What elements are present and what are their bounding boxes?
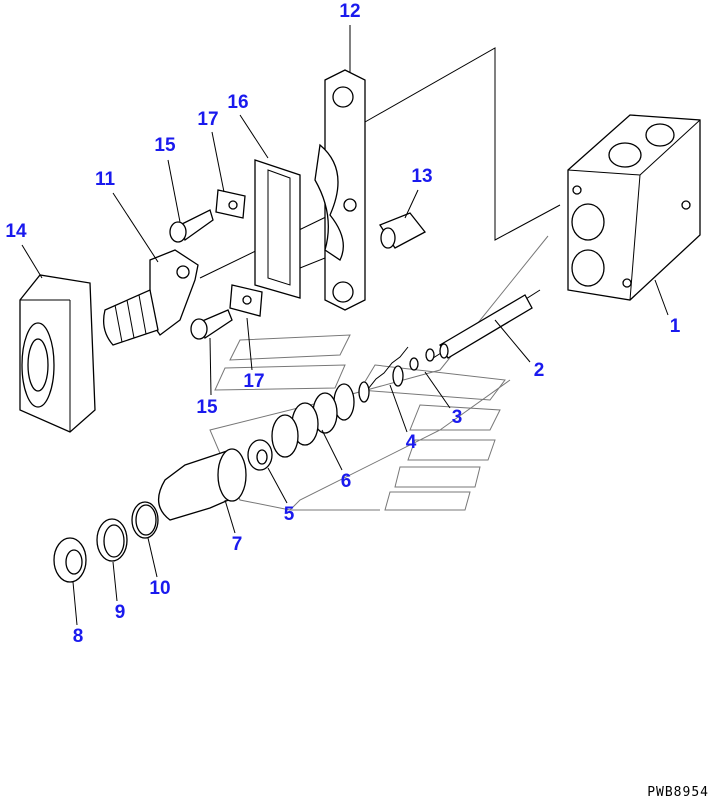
- part-3-washers: [409, 348, 435, 371]
- callout-16: 16: [227, 92, 249, 113]
- part-17-shims: [215, 189, 263, 317]
- callout-10: 10: [149, 578, 171, 599]
- callout-15-upper: 15: [154, 135, 176, 156]
- part-13-pin: [379, 212, 426, 249]
- part-2-spool: [439, 294, 533, 359]
- callout-4: 4: [405, 432, 417, 453]
- part-8-plug: [53, 537, 87, 583]
- callout-9: 9: [114, 602, 126, 623]
- callout-12: 12: [339, 1, 361, 22]
- part-6-spring: [271, 383, 355, 458]
- part-9-ring: [96, 518, 128, 562]
- part-1-valve-body: [567, 114, 701, 301]
- callout-11: 11: [94, 169, 116, 190]
- part-12-plate: [314, 69, 366, 311]
- part-5-nut: [247, 439, 273, 471]
- part-16-gasket: [254, 159, 301, 299]
- callout-17-lower: 17: [243, 371, 265, 392]
- part-14-cap: [19, 274, 96, 433]
- part-4-spring: [358, 346, 409, 403]
- drawing-code: PWB8954: [647, 785, 709, 800]
- callout-3: 3: [451, 407, 463, 428]
- part-15-bolts: [169, 209, 233, 340]
- callout-17-upper: 17: [197, 109, 219, 130]
- part-11-cover: [102, 249, 199, 346]
- part-7-piston: [158, 448, 247, 521]
- callout-1: 1: [669, 316, 681, 337]
- callout-8: 8: [72, 626, 84, 647]
- callout-13: 13: [411, 166, 433, 187]
- callout-6: 6: [340, 471, 352, 492]
- part-10-o-ring: [131, 501, 159, 539]
- leader-lines: [21, 25, 669, 626]
- callout-7: 7: [231, 534, 243, 555]
- callout-5: 5: [283, 504, 295, 525]
- callout-2: 2: [533, 360, 545, 381]
- callout-14: 14: [5, 221, 27, 242]
- callout-15-lower: 15: [196, 397, 218, 418]
